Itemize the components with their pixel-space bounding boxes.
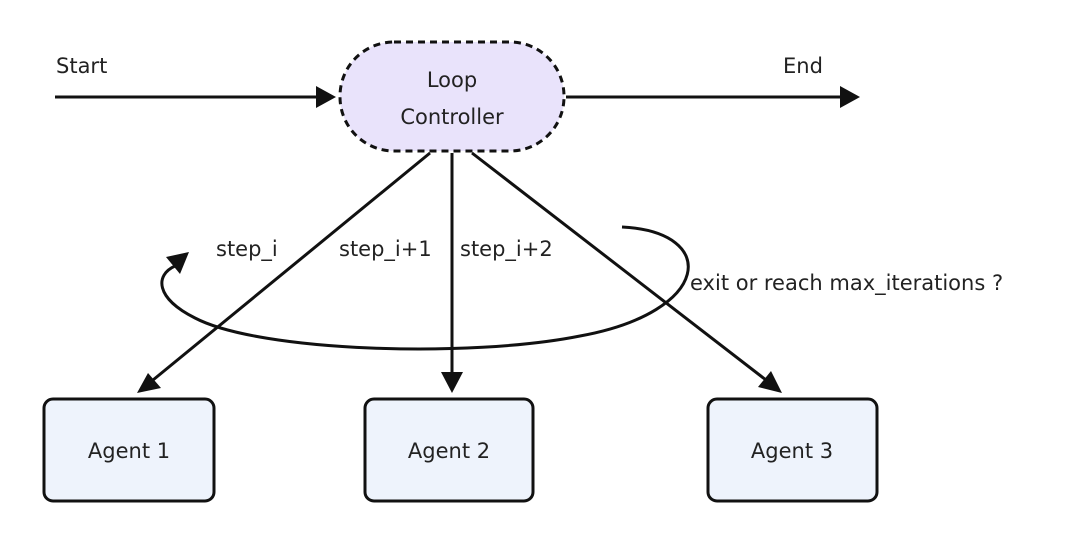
agent-2-label: Agent 2 bbox=[408, 439, 490, 463]
agent-2-box bbox=[363, 397, 535, 503]
edge-to-agent-3-arrowhead bbox=[758, 371, 782, 393]
edge-to-agent-2-arrowhead bbox=[441, 372, 463, 393]
edge-to-agent-1-arrowhead bbox=[137, 373, 161, 393]
loop-controller-shape bbox=[338, 40, 566, 153]
step-label-3: step_i+2 bbox=[460, 237, 553, 262]
end-arrowhead bbox=[840, 86, 860, 108]
agent-1-label: Agent 1 bbox=[88, 439, 170, 463]
agent-1-node: Agent 1 bbox=[42, 397, 216, 503]
agent-2-node: Agent 2 bbox=[363, 397, 535, 503]
agent-1-box bbox=[42, 397, 216, 503]
loop-controller-node: Loop Controller bbox=[338, 40, 566, 153]
step-label-1: step_i bbox=[216, 237, 278, 262]
agent-3-label: Agent 3 bbox=[751, 439, 833, 463]
loop-controller-label-line2: Controller bbox=[400, 105, 504, 129]
edge-to-agent-1 bbox=[152, 151, 431, 382]
agent-3-node: Agent 3 bbox=[706, 397, 879, 503]
start-label: Start bbox=[56, 54, 107, 78]
loop-back-arrow bbox=[160, 225, 690, 351]
loop-controller-label-line1: Loop bbox=[427, 68, 477, 92]
edge-to-agent-3 bbox=[471, 151, 767, 382]
end-label: End bbox=[783, 54, 823, 78]
step-label-2: step_i+1 bbox=[339, 237, 432, 262]
start-arrowhead bbox=[316, 86, 336, 108]
loop-condition-label: exit or reach max_iterations ? bbox=[690, 271, 1003, 296]
loop-back-arrowhead bbox=[166, 252, 189, 274]
agent-3-box bbox=[706, 397, 879, 503]
